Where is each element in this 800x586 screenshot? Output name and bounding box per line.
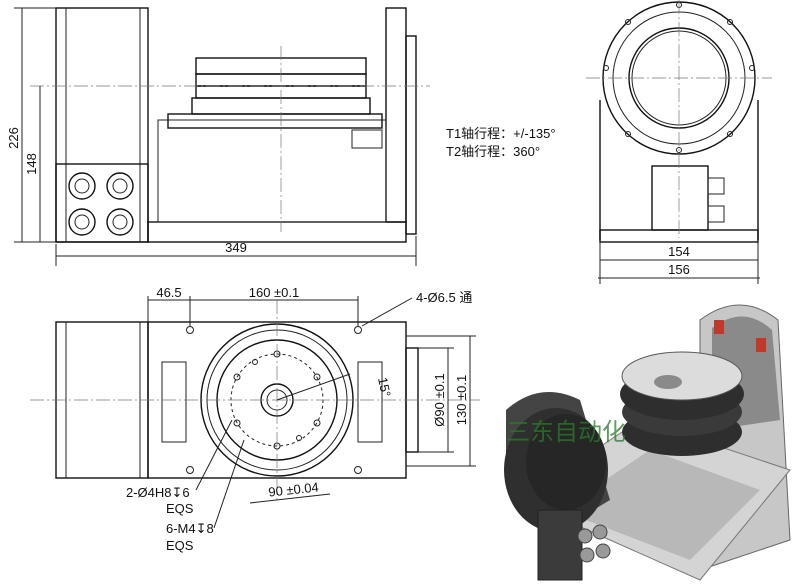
spec-t1: T1轴行程：+/-135° [446, 126, 556, 141]
dim-pin-holes: 2-Ø4H8↧6 [126, 485, 190, 500]
top-view: 46.5 160 ±0.1 4-Ø6.5 通 15° Ø90 ±0.1 130 … [30, 285, 480, 553]
watermark: 三东自动化 [506, 418, 626, 446]
side-view: 154 156 [586, 0, 772, 284]
dim-pin-holes-eqs: EQS [166, 501, 194, 516]
dim-bore: Ø90 ±0.1 [432, 373, 447, 426]
connector-icon [68, 172, 134, 236]
dim-threaded-holes-eqs: EQS [166, 538, 194, 553]
front-view: 226 148 349 [6, 7, 430, 266]
dim-mount-holes: 4-Ø6.5 通 [416, 290, 472, 305]
dim-angle: 15° [375, 376, 394, 398]
product-render [504, 304, 791, 581]
dim-flange-height: 130 ±0.1 [454, 375, 469, 426]
dim-width-outer: 156 [668, 262, 690, 277]
dim-width-inner: 154 [668, 244, 690, 259]
dim-height-total: 226 [6, 127, 21, 149]
dim-pcd: 90 ±0.04 [268, 479, 320, 499]
dim-offset-edge: 46.5 [156, 285, 181, 300]
dim-height-lower: 148 [24, 153, 39, 175]
dim-hole-spacing: 160 ±0.1 [249, 285, 300, 300]
spec-t2: T2轴行程：360° [446, 144, 540, 159]
dim-threaded-holes: 6-M4↧8 [166, 521, 214, 536]
connector-icon [577, 524, 611, 563]
dim-length-total: 349 [225, 240, 247, 255]
